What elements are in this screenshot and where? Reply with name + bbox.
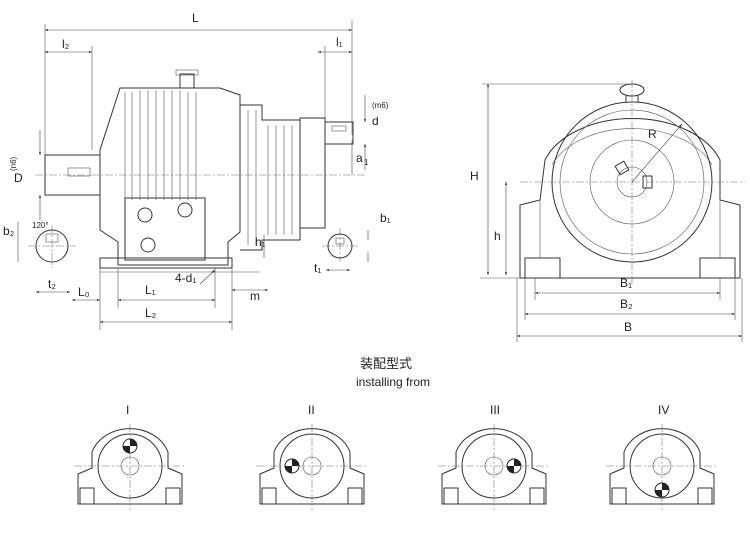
dim-l1: l₁ [336,35,343,49]
dim-a: a [356,151,363,165]
dim-B1: B₁ [620,276,632,290]
mount-label: III [490,403,500,417]
mount-variant-4: IV [606,403,718,510]
mount-label: II [308,403,315,417]
mount-label: I [126,403,129,417]
dim-b1: b₁ [380,211,391,225]
mounting-title-en: installing from [356,375,430,389]
dim-m: m [250,289,260,303]
dim-B2: B₂ [620,297,633,311]
dim-R: R [648,127,657,141]
dim-bolts: 4-d₁ [175,271,196,285]
mount-variant-1: I [74,403,186,510]
dim-L2: L₂ [145,306,157,320]
dim-angle: 120° [32,221,49,230]
dim-L0: L₀ [78,285,90,299]
mount-label: IV [658,403,669,417]
dim-H: H [470,169,479,183]
dim-d-fit: (m6) [372,101,389,110]
mount-variant-2: II [256,403,368,510]
dim-a-sub: 1 [364,158,369,167]
dim-L: L [192,11,199,25]
dim-d: d [372,114,379,128]
side-view: L l₂ l₁ [3,11,391,330]
dim-t1: t₁ [314,261,321,275]
front-view: R H h B₁ B₂ B [470,80,745,342]
dim-L1: L₁ [145,283,156,297]
dim-t2: t₂ [48,277,56,291]
dim-B: B [624,320,632,334]
dim-l2: l₂ [62,37,70,51]
dim-D: D [14,171,23,185]
dim-b2: b₂ [3,224,15,238]
mount-variant-3: III [438,403,550,510]
dim-h: h [494,229,501,243]
dim-D-fit: (n6) [9,156,18,171]
dim-h1: h₁ [255,235,266,249]
mounting-title-cn: 装配型式 [360,357,412,372]
